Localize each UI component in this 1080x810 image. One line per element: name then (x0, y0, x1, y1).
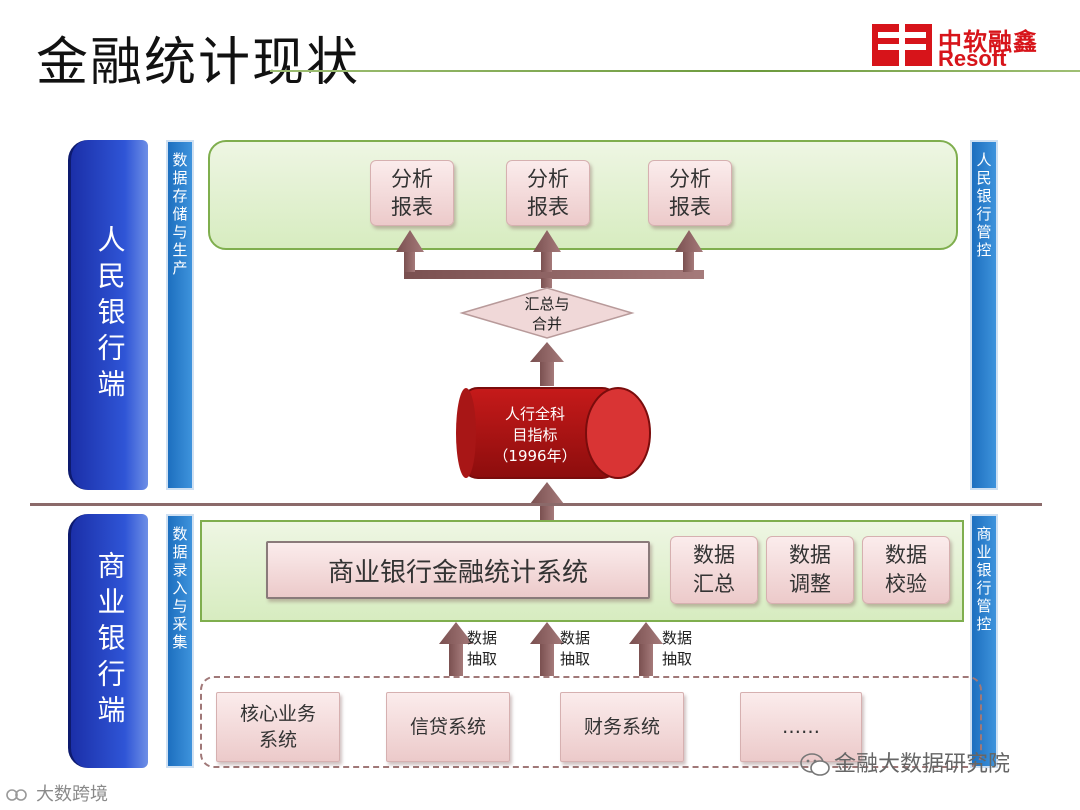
watermark-research-text: 金融大数据研究院 (834, 752, 1011, 777)
extract-label-1: 数据 抽取 (467, 629, 498, 668)
bar-commercial-control: 商业银行管控 (970, 514, 998, 768)
wechat-icon (800, 752, 830, 778)
merge-diamond (459, 287, 635, 339)
bar-pboc-control: 人民银行管控 (970, 140, 998, 490)
merge-label: 汇总与 合并 (524, 295, 570, 333)
title-underline (270, 70, 1080, 72)
extraction-arrows (439, 622, 663, 676)
data-validate-box: 数据 校验 (862, 536, 950, 604)
bar-input-collection: 数据录入与采集 (166, 514, 194, 768)
extract-label-2: 数据 抽取 (560, 629, 591, 668)
zone-pboc: 人民银行端 (68, 140, 148, 490)
data-summary-box: 数据 汇总 (670, 536, 758, 604)
report-label: 分析 报表 (391, 167, 433, 219)
analysis-report-3: 分析 报表 (648, 160, 732, 226)
arrow-db-to-merge (530, 342, 564, 386)
box-label: 数据 汇总 (693, 543, 735, 596)
zone-separator (30, 503, 1042, 506)
logo-text-cn: 中软融鑫 (938, 28, 1038, 56)
report-label: 分析 报表 (669, 167, 711, 219)
bar-storage-production: 数据存储与生产 (166, 140, 194, 490)
source-label: 核心业务 系统 (239, 703, 316, 751)
source-label: 财务系统 (583, 716, 660, 738)
watermark-brand: 大数跨境 (6, 780, 108, 806)
box-label: 数据 校验 (885, 543, 927, 596)
source-label: 信贷系统 (409, 716, 486, 738)
analysis-report-2: 分析 报表 (506, 160, 590, 226)
source-credit-system: 信贷系统 (386, 692, 510, 762)
source-label: …… (782, 716, 820, 738)
brand-icon (6, 786, 32, 804)
watermark-brand-text: 大数跨境 (36, 784, 108, 805)
analysis-report-1: 分析 报表 (370, 160, 454, 226)
source-more: …… (740, 692, 862, 762)
source-finance-system: 财务系统 (560, 692, 684, 762)
page-title: 金融统计现状 (36, 33, 361, 93)
logo-text-en: Resoft (938, 46, 1007, 71)
database-label: 人行全科 目指标 （1996年） (493, 405, 577, 465)
bank-statistics-system: 商业银行金融统计系统 (266, 541, 650, 599)
box-label: 数据 调整 (789, 543, 831, 596)
logo-mark-icon (872, 24, 932, 66)
source-core-banking: 核心业务 系统 (216, 692, 340, 762)
arrows-to-reports (396, 230, 703, 288)
zone-commercial-bank: 商业银行端 (68, 514, 148, 768)
report-connector-bar (404, 270, 704, 279)
source-systems-area (200, 676, 982, 768)
extract-label-3: 数据 抽取 (662, 629, 693, 668)
report-label: 分析 报表 (527, 167, 569, 219)
database-cylinder (456, 387, 651, 479)
data-adjust-box: 数据 调整 (766, 536, 854, 604)
watermark-research: 金融大数据研究院 (800, 746, 1010, 778)
company-logo: 中软融鑫 Resoft (872, 22, 1044, 71)
